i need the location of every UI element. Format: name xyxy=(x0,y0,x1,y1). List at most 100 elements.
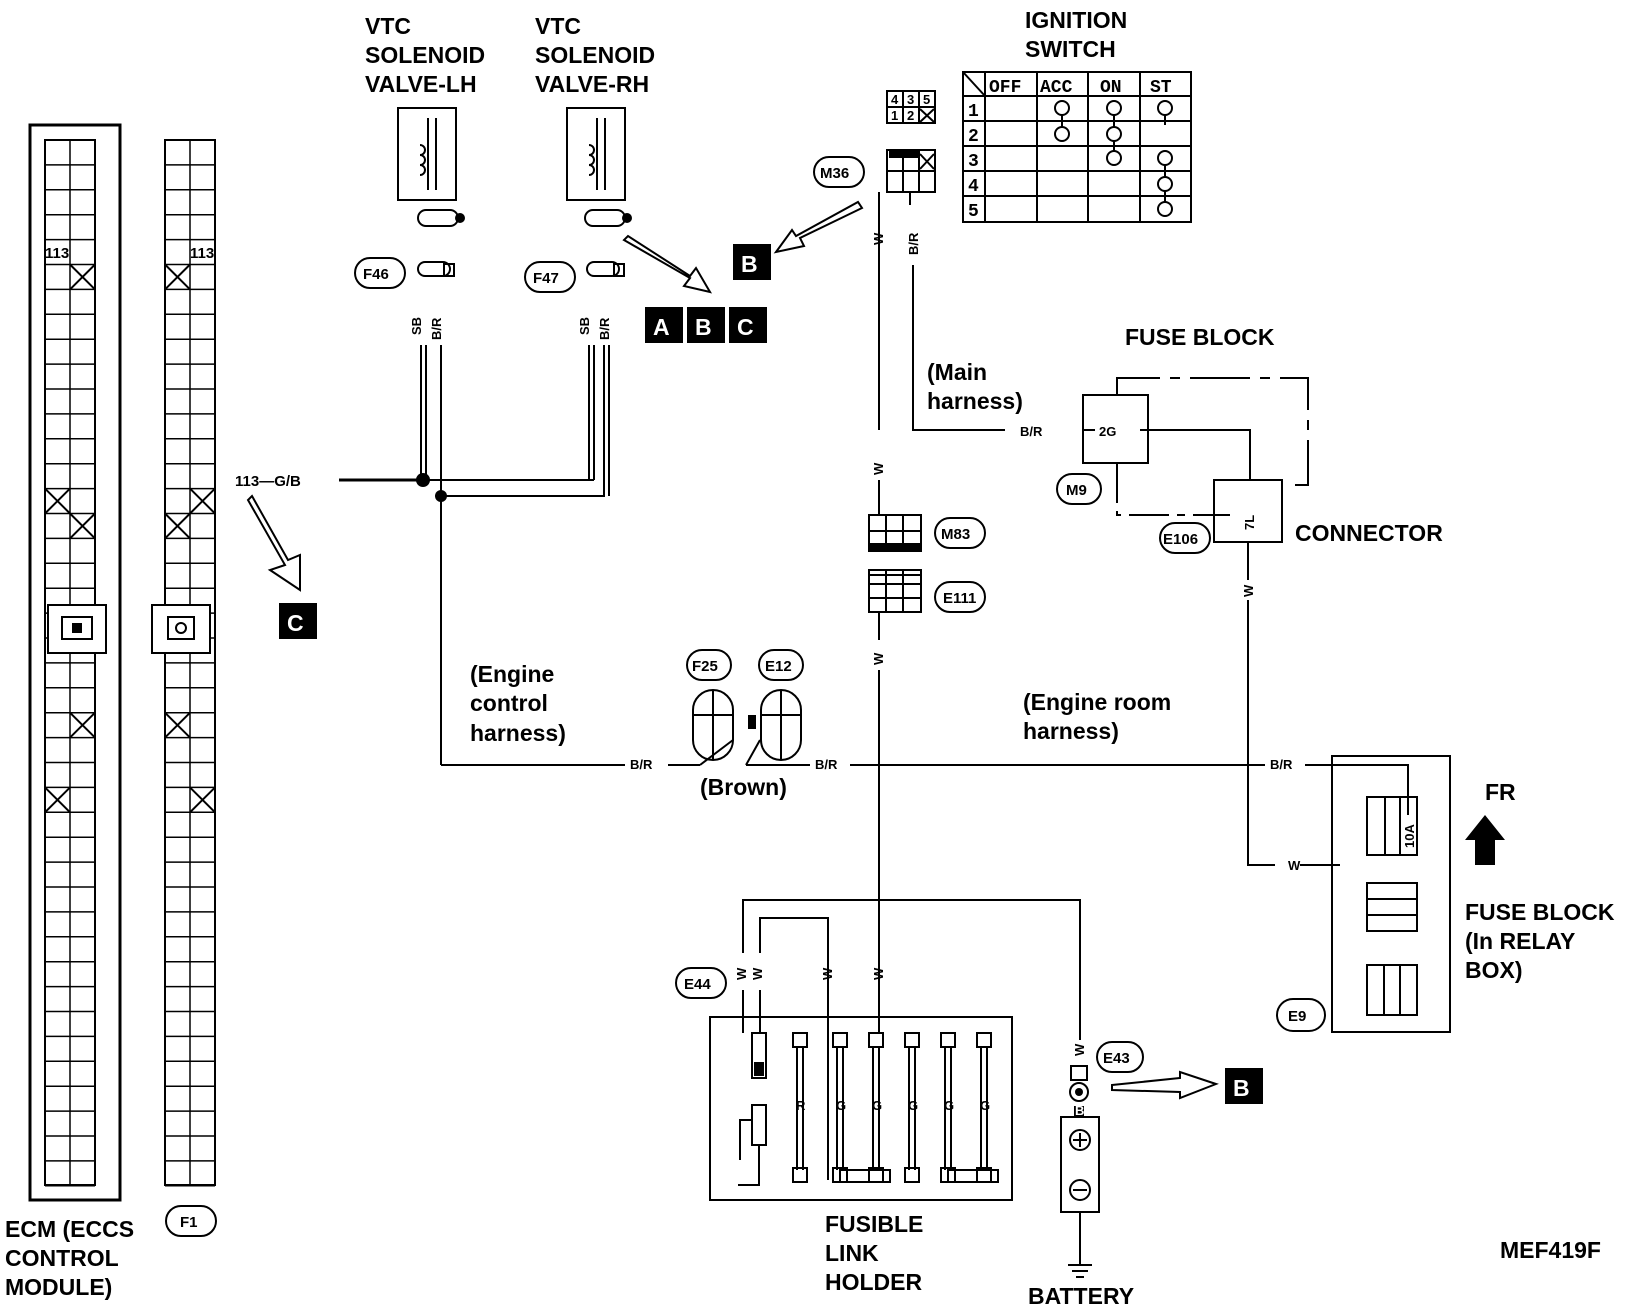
f1-connector-label: F1 xyxy=(180,1214,198,1231)
wire-w-e106: W xyxy=(1241,584,1256,597)
ref-box-abc: A B C xyxy=(645,307,767,343)
connector-label: CONNECTOR xyxy=(1295,520,1443,546)
ecm-connector: 113 xyxy=(28,123,122,1202)
m36-label: M36 xyxy=(820,165,849,182)
ecm-pin-113: 113 xyxy=(45,245,69,262)
battery-label: BATTERY xyxy=(1028,1283,1134,1309)
fusible-link-color: G xyxy=(908,1098,918,1113)
e111-label: E111 xyxy=(943,590,976,607)
vtc-solenoid-rh: VTC SOLENOID VALVE-RH xyxy=(535,13,655,227)
ecm-label-2: CONTROL xyxy=(5,1245,119,1271)
wire-br-ec: B/R xyxy=(630,757,653,772)
relay-fuse-label-3: BOX) xyxy=(1465,957,1523,983)
switch-row-2: 2 xyxy=(968,127,979,147)
e9-label: E9 xyxy=(1288,1008,1306,1025)
vtc-rh-label-2: SOLENOID xyxy=(535,42,655,68)
m83-label: M83 xyxy=(941,526,970,543)
vtc-rh-label-1: VTC xyxy=(535,13,581,39)
fusible-link-color: G xyxy=(944,1098,954,1113)
wire-br-rh: B/R xyxy=(597,317,612,340)
ref-box-c-left: C xyxy=(279,603,317,639)
ecm-label-3: MODULE) xyxy=(5,1274,112,1300)
ref-c-text: C xyxy=(737,314,754,340)
front-arrow-icon xyxy=(1465,815,1505,865)
ignition-switch-table: OFF ACC ON ST 1 2 3 4 5 xyxy=(962,71,1192,223)
switch-col-on: ON xyxy=(1100,78,1122,98)
pin-2: 2 xyxy=(907,108,914,123)
fusible-link-color: G xyxy=(872,1098,882,1113)
engine-control-label-1: (Engine xyxy=(470,661,554,687)
f47-label: F47 xyxy=(533,270,559,287)
relay-fuse-label-1: FUSE BLOCK xyxy=(1465,899,1615,925)
wire-br-er: B/R xyxy=(815,757,838,772)
vtc-lh-label-1: VTC xyxy=(365,13,411,39)
ref-c-left-text: C xyxy=(287,610,304,636)
wire-sb-lh: SB xyxy=(409,317,424,335)
vtc-solenoid-lh: VTC SOLENOID VALVE-LH xyxy=(365,13,485,227)
ignition-label-2: SWITCH xyxy=(1025,36,1116,62)
wire-w-center-2: W xyxy=(871,652,886,665)
switch-col-acc: ACC xyxy=(1040,78,1073,98)
ref-box-b-top: B xyxy=(733,244,771,280)
switch-col-st: ST xyxy=(1150,78,1172,98)
fuse-block-top-label: FUSE BLOCK xyxy=(1125,324,1275,350)
pin-5: 5 xyxy=(923,92,930,107)
fr-label: FR xyxy=(1485,779,1516,805)
fusible-label-1: FUSIBLE xyxy=(825,1211,923,1237)
switch-row-4: 4 xyxy=(968,177,979,197)
fusible-link-color: R xyxy=(796,1098,806,1113)
f25-label: F25 xyxy=(692,658,718,675)
pin-3: 3 xyxy=(907,92,914,107)
vtc-rh-label-3: VALVE-RH xyxy=(535,71,649,97)
ecm-label-1: ECM (ECCS xyxy=(5,1216,134,1242)
m9-label: M9 xyxy=(1066,482,1087,499)
vtc-lh-label-3: VALVE-LH xyxy=(365,71,477,97)
brown-label: (Brown) xyxy=(700,774,787,800)
diagram-code: MEF419F xyxy=(1500,1237,1601,1263)
fuse-10a-label: 10A xyxy=(1402,824,1417,848)
wire-w-fl1: W xyxy=(734,967,749,980)
e106-label: E106 xyxy=(1163,531,1198,548)
wire-br-main: B/R xyxy=(1020,424,1043,439)
wire-br-lh: B/R xyxy=(429,317,444,340)
pin-1: 1 xyxy=(891,108,898,123)
engine-control-label-2: control xyxy=(470,690,548,716)
ref-b-text: B xyxy=(695,314,712,340)
ecm-wire-gb-label: 113—G/B xyxy=(235,473,301,490)
connector-7l-label: 7L xyxy=(1242,515,1257,530)
f1-pin-113: 113 xyxy=(190,245,214,262)
ref-a-text: A xyxy=(653,314,670,340)
wire-sb-rh: SB xyxy=(577,317,592,335)
f46-label: F46 xyxy=(363,266,389,283)
ref-box-b-bottom: B xyxy=(1225,1068,1263,1104)
engine-room-label-1: (Engine room xyxy=(1023,689,1171,715)
main-harness-label-1: (Main xyxy=(927,359,987,385)
engine-control-label-3: harness) xyxy=(470,720,566,746)
switch-col-off: OFF xyxy=(989,78,1021,98)
engine-room-label-2: harness) xyxy=(1023,718,1119,744)
wire-br-fuse: B/R xyxy=(1270,757,1293,772)
vtc-lh-label-2: SOLENOID xyxy=(365,42,485,68)
fusible-label-2: LINK xyxy=(825,1240,879,1266)
wire-w-fl2: W xyxy=(750,967,765,980)
relay-fuse-block: 10A xyxy=(1331,755,1451,1033)
wire-w-fl3: W xyxy=(820,967,835,980)
fusible-link-color: G xyxy=(980,1098,990,1113)
wire-br-m36: B/R xyxy=(906,232,921,255)
fusible-link-color: G xyxy=(836,1098,846,1113)
wire-w-fuse: W xyxy=(1288,858,1301,873)
switch-row-3: 3 xyxy=(968,152,979,172)
wire-w-batt: W xyxy=(1072,1043,1087,1056)
ref-b-top-text: B xyxy=(741,251,758,277)
relay-fuse-label-2: (In RELAY xyxy=(1465,928,1575,954)
wire-w-center-1: W xyxy=(871,462,886,475)
ignition-label-1: IGNITION xyxy=(1025,7,1127,33)
fusible-label-3: HOLDER xyxy=(825,1269,923,1295)
pin-4: 4 xyxy=(891,92,899,107)
fuse-2g-label: 2G xyxy=(1099,424,1116,439)
f1-connector: 113 xyxy=(151,139,216,1187)
battery-symbol xyxy=(1060,1116,1100,1278)
e12-label: E12 xyxy=(765,658,792,675)
